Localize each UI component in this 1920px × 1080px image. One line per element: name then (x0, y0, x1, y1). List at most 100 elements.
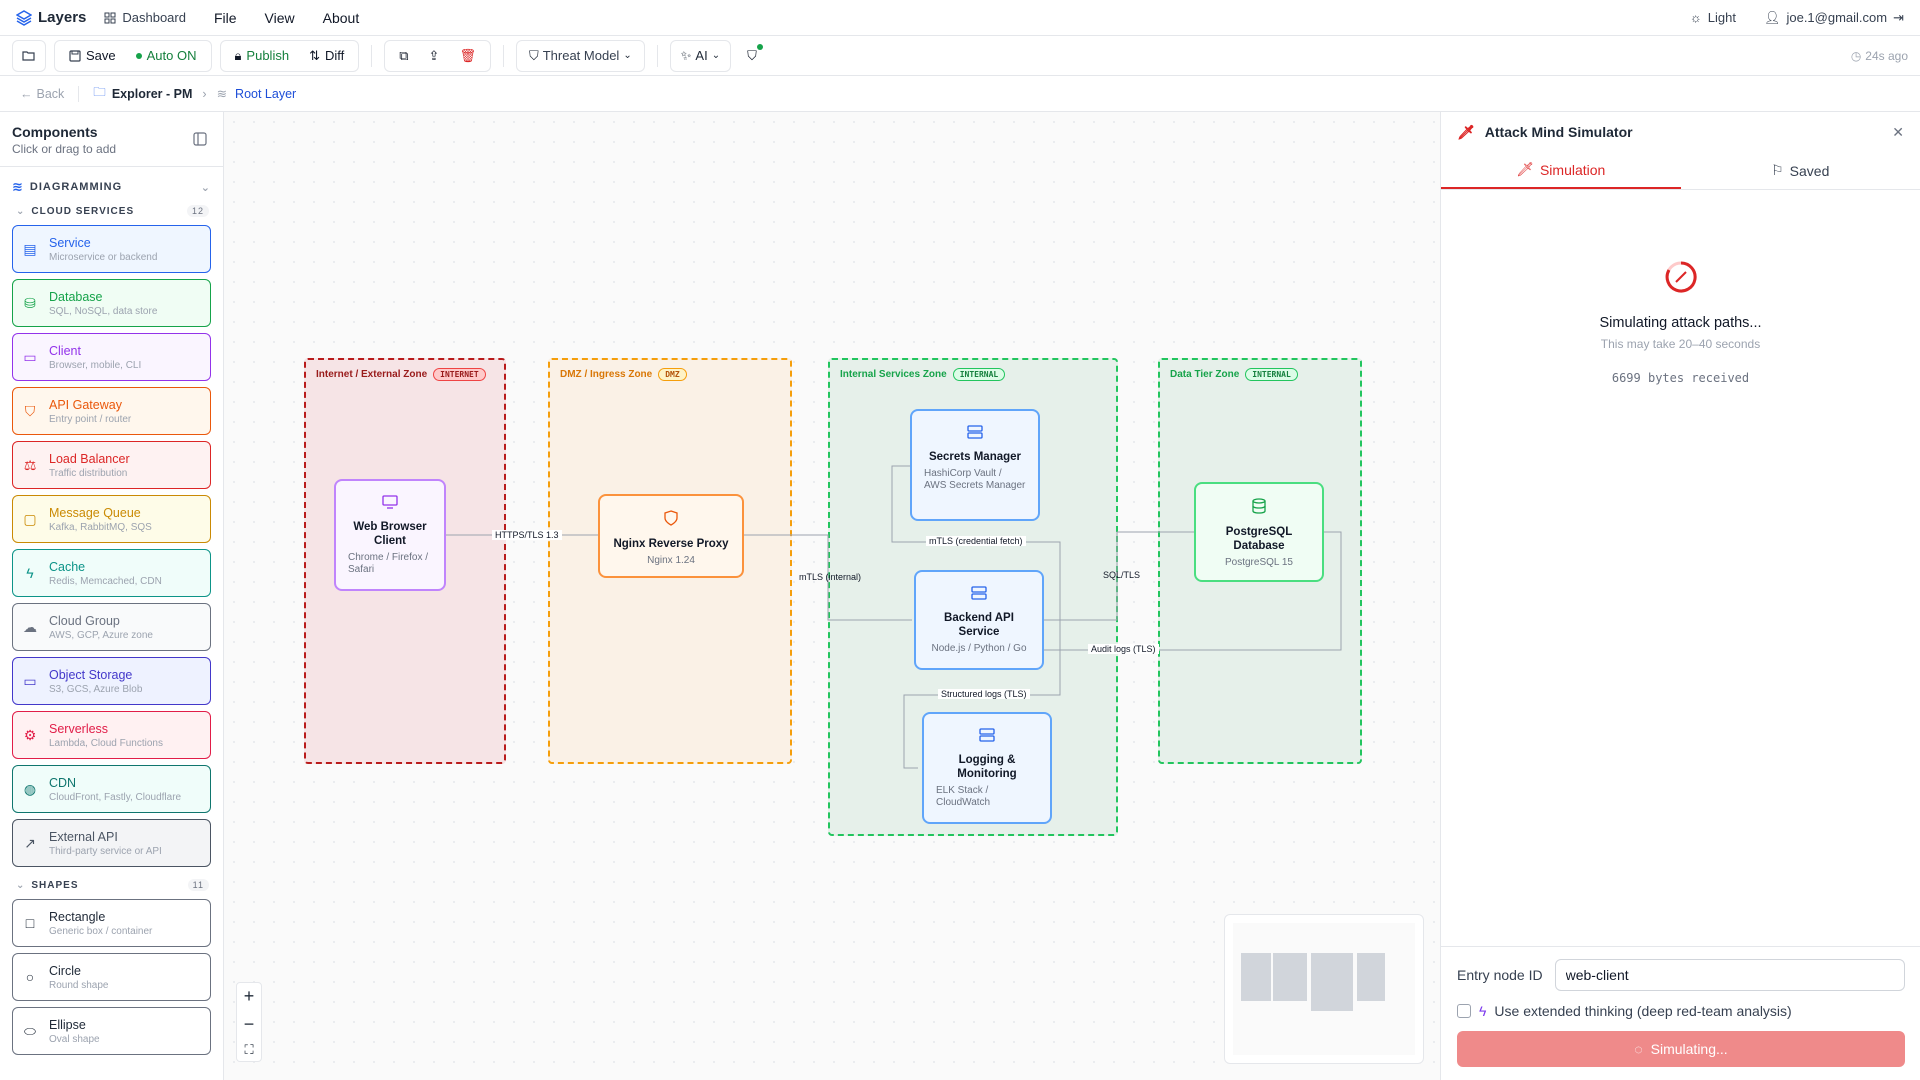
back-button[interactable]: ← Back (20, 87, 64, 101)
zone-data-tier[interactable]: Data Tier Zone INTERNAL (1158, 358, 1362, 764)
zoom-controls: + − ⛶ (236, 982, 262, 1062)
layers-icon: ≋ (12, 179, 24, 194)
lock-icon: 🔒︎ (234, 47, 242, 63)
user-menu[interactable]: 👤︎ joe.1@gmail.com ⇥ (1764, 10, 1904, 26)
edge-sql[interactable] (1044, 531, 1194, 621)
collapse-panel-icon[interactable] (193, 132, 207, 146)
component-name: Message Queue (49, 505, 141, 520)
extended-thinking-checkbox[interactable] (1457, 1004, 1471, 1018)
logout-icon[interactable]: ⇥ (1893, 9, 1904, 25)
diff-label: Diff (324, 48, 345, 63)
minimap[interactable] (1224, 914, 1424, 1064)
save-button[interactable]: Save (61, 42, 124, 70)
edge-structured-logs[interactable] (903, 620, 1061, 769)
node-subtitle: PostgreSQL 15 (1224, 557, 1293, 568)
delete-button[interactable]: 🗑︎ (451, 42, 484, 70)
tab-saved[interactable]: ⚐ Saved (1681, 152, 1920, 189)
zoom-in-button[interactable]: + (243, 986, 255, 1007)
breadcrumb-root[interactable]: ≋ Root Layer (217, 86, 297, 102)
zone-dmz-header: DMZ / Ingress Zone DMZ (560, 368, 687, 381)
back-label: Back (36, 86, 65, 101)
node-secrets-manager[interactable]: Secrets Manager HashiCorp Vault / AWS Se… (910, 409, 1040, 521)
auto-save-toggle[interactable]: Auto ON (128, 42, 205, 70)
publish-label: Publish (246, 48, 290, 63)
node-web-browser-client[interactable]: Web Browser Client Chrome / Firefox / Sa… (334, 479, 446, 591)
close-icon[interactable]: ✕ (1892, 123, 1904, 140)
edge-label-mtls-credential: mTLS (credential fetch) (926, 536, 1026, 546)
panel-title: Attack Mind Simulator (1484, 124, 1633, 140)
menu-about[interactable]: About (322, 9, 360, 26)
external-link-icon: ↗ (24, 834, 36, 851)
menu-dashboard[interactable]: Dashboard (104, 10, 186, 25)
ai-dropdown[interactable]: ✨︎ AI ⌄ (669, 39, 732, 72)
node-postgresql-database[interactable]: PostgreSQL Database PostgreSQL 15 (1194, 482, 1324, 582)
shapes-count: 11 (187, 879, 209, 891)
fit-view-button[interactable]: ⛶ (244, 1041, 254, 1057)
node-logging-monitoring[interactable]: Logging & Monitoring ELK Stack / CloudWa… (922, 712, 1052, 824)
component-name: Database (49, 289, 103, 304)
component-name: External API (49, 829, 118, 844)
node-backend-api-service[interactable]: Backend API Service Node.js / Python / G… (914, 570, 1044, 670)
tab-simulation[interactable]: 🗡︎ Simulation (1441, 152, 1681, 189)
theme-toggle[interactable]: ☼ Light (1690, 10, 1736, 25)
zone-data-label: Data Tier Zone (1170, 369, 1240, 380)
toolbar: Save Auto ON 🔒︎ Publish ⇅ Diff ⧉ ⇪ 🗑︎ ⛉ … (0, 36, 1920, 76)
edge-label-https: HTTPS/TLS 1.3 (492, 530, 562, 540)
zoom-out-button[interactable]: − (243, 1013, 255, 1034)
node-nginx-reverse-proxy[interactable]: Nginx Reverse Proxy Nginx 1.24 (598, 494, 744, 578)
publish-button[interactable]: 🔒︎ Publish (227, 42, 298, 70)
copy-button[interactable]: ⧉ (391, 42, 416, 70)
security-status-button[interactable]: ⛉ (739, 42, 765, 70)
export-button[interactable]: ⇪ (421, 42, 448, 70)
subsection-shapes[interactable]: ⌄ SHAPES 11 (0, 877, 223, 895)
sidebar-subtitle: Click or drag to add (12, 142, 117, 156)
edge-label-sql: SQL/TLS (1103, 570, 1141, 580)
minimap-zone (1273, 953, 1307, 1001)
theme-label: Light (1707, 10, 1736, 25)
open-button[interactable] (12, 39, 46, 72)
threat-model-dropdown[interactable]: ⛉ Threat Model ⌄ (515, 39, 645, 72)
node-subtitle: Nginx 1.24 (647, 555, 695, 566)
diagram-canvas[interactable]: Internet / External Zone INTERNET DMZ / … (224, 112, 1440, 1080)
chevron-down-icon: ⌄ (16, 879, 26, 891)
diff-icon: ⇅ (309, 47, 320, 63)
clock-icon: ◷ (1850, 48, 1862, 63)
zone-data-header: Data Tier Zone INTERNAL (1170, 368, 1298, 381)
entry-node-input[interactable] (1554, 959, 1905, 991)
breadcrumb-explorer[interactable]: 🗀 Explorer - PM (93, 83, 192, 104)
shape-name: Rectangle (49, 909, 106, 924)
app-name: Layers (38, 9, 87, 26)
edge-audit[interactable] (1044, 531, 1342, 651)
monitor-icon: ▭ (23, 348, 37, 365)
breadcrumb: ← Back 🗀 Explorer - PM › ≋ Root Layer (0, 76, 1920, 112)
tab-simulation-label: Simulation (1539, 161, 1606, 178)
zone-dmz-badge: DMZ (658, 368, 687, 381)
diff-button[interactable]: ⇅ Diff (301, 42, 352, 70)
menu-file[interactable]: File (213, 9, 237, 26)
grid-icon (104, 12, 116, 23)
edge-mtls-internal[interactable] (744, 534, 912, 621)
subsection-cloud-services[interactable]: ⌄ CLOUD SERVICES 12 (0, 203, 223, 221)
simulate-button[interactable]: ◌ Simulating... (1457, 1031, 1905, 1067)
minimap-zone (1357, 953, 1385, 1001)
monitor-icon (382, 495, 398, 509)
sidebar-header: Components Click or drag to add (0, 112, 223, 167)
app-brand[interactable]: Layers (16, 9, 86, 26)
menu-view[interactable]: View (264, 9, 295, 26)
section-diagramming[interactable]: ≋ DIAGRAMMING ⌄ (0, 167, 223, 203)
